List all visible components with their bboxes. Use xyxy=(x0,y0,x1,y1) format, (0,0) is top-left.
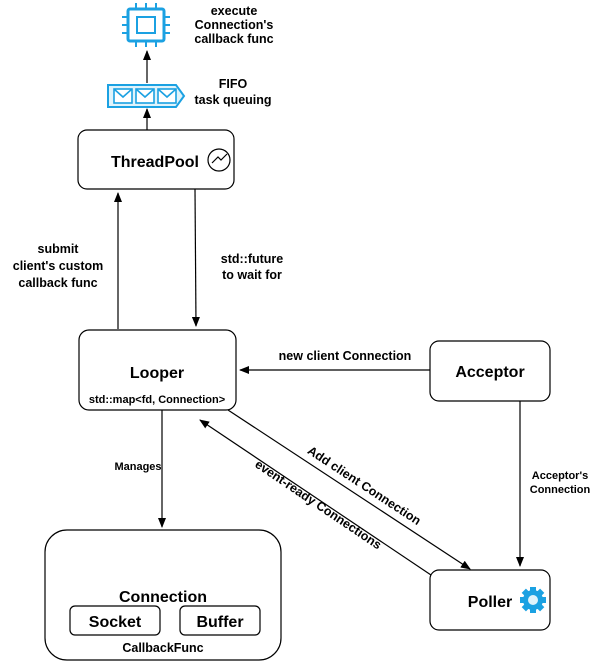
looper-title: Looper xyxy=(130,365,184,382)
future-label-1: std::future xyxy=(221,252,284,266)
gauge-icon xyxy=(207,148,231,172)
fifo-label-2: task queuing xyxy=(194,93,271,107)
future-arrow xyxy=(191,188,200,327)
cpu-icon xyxy=(122,3,170,47)
connection-title: Connection xyxy=(119,589,207,606)
add-connection-arrow xyxy=(227,409,471,570)
acceptor-connection-label-1: Acceptor's xyxy=(532,470,588,482)
cpu-label-2: Connection's xyxy=(195,18,274,32)
acceptor-connection-label-2: Connection xyxy=(530,484,591,496)
threadpool-title: ThreadPool xyxy=(111,154,199,171)
gear-icon xyxy=(520,587,546,613)
manages-label: Manages xyxy=(114,461,161,473)
future-label-2: to wait for xyxy=(222,268,282,282)
cpu-label-3: callback func xyxy=(194,32,273,46)
new-connection-label: new client Connection xyxy=(279,349,412,363)
poller-box xyxy=(429,569,551,631)
cpu-label-1: execute xyxy=(211,4,258,18)
queue-icon xyxy=(107,84,186,108)
event-ready-arrow xyxy=(199,419,432,576)
socket-title: Socket xyxy=(89,614,142,631)
socket-box xyxy=(69,605,161,636)
looper-subtitle: std::map<fd, Connection> xyxy=(89,394,225,406)
acceptor-title: Acceptor xyxy=(455,364,524,381)
acceptor-box xyxy=(429,340,551,402)
callback-label: CallbackFunc xyxy=(122,641,203,655)
buffer-title: Buffer xyxy=(196,614,243,631)
looper-box xyxy=(78,329,237,411)
fifo-label-1: FIFO xyxy=(219,77,248,91)
submit-label-2: client's custom xyxy=(13,259,104,273)
buffer-box xyxy=(179,605,261,636)
poller-title: Poller xyxy=(468,594,512,611)
threadpool-box xyxy=(77,129,235,190)
submit-label-1: submit xyxy=(38,242,80,256)
submit-label-3: callback func xyxy=(18,276,97,290)
